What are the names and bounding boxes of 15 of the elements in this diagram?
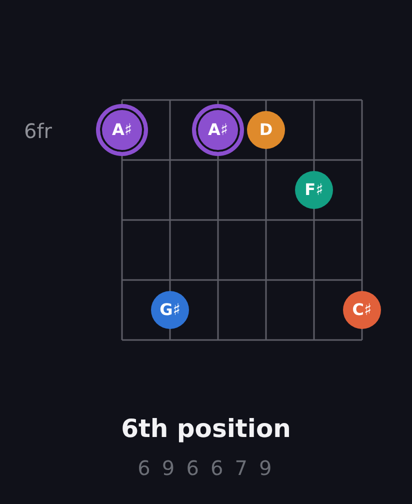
note-name: F♯ xyxy=(304,182,324,198)
fret-numbers: 6 9 6 6 7 9 xyxy=(138,458,274,478)
note-name: A♯ xyxy=(112,122,132,138)
note-dot xyxy=(247,111,285,149)
fret-position-label: 6fr xyxy=(24,121,52,141)
note-name: D xyxy=(259,122,273,138)
root-note-dot xyxy=(96,104,148,156)
note-name: G♯ xyxy=(160,302,180,318)
note-name: C♯ xyxy=(352,302,372,318)
note-name: A♯ xyxy=(208,122,228,138)
root-note-dot xyxy=(192,104,244,156)
note-dot xyxy=(343,291,381,329)
position-caption: 6th position xyxy=(121,416,291,441)
note-dot xyxy=(295,171,333,209)
note-dot xyxy=(151,291,189,329)
